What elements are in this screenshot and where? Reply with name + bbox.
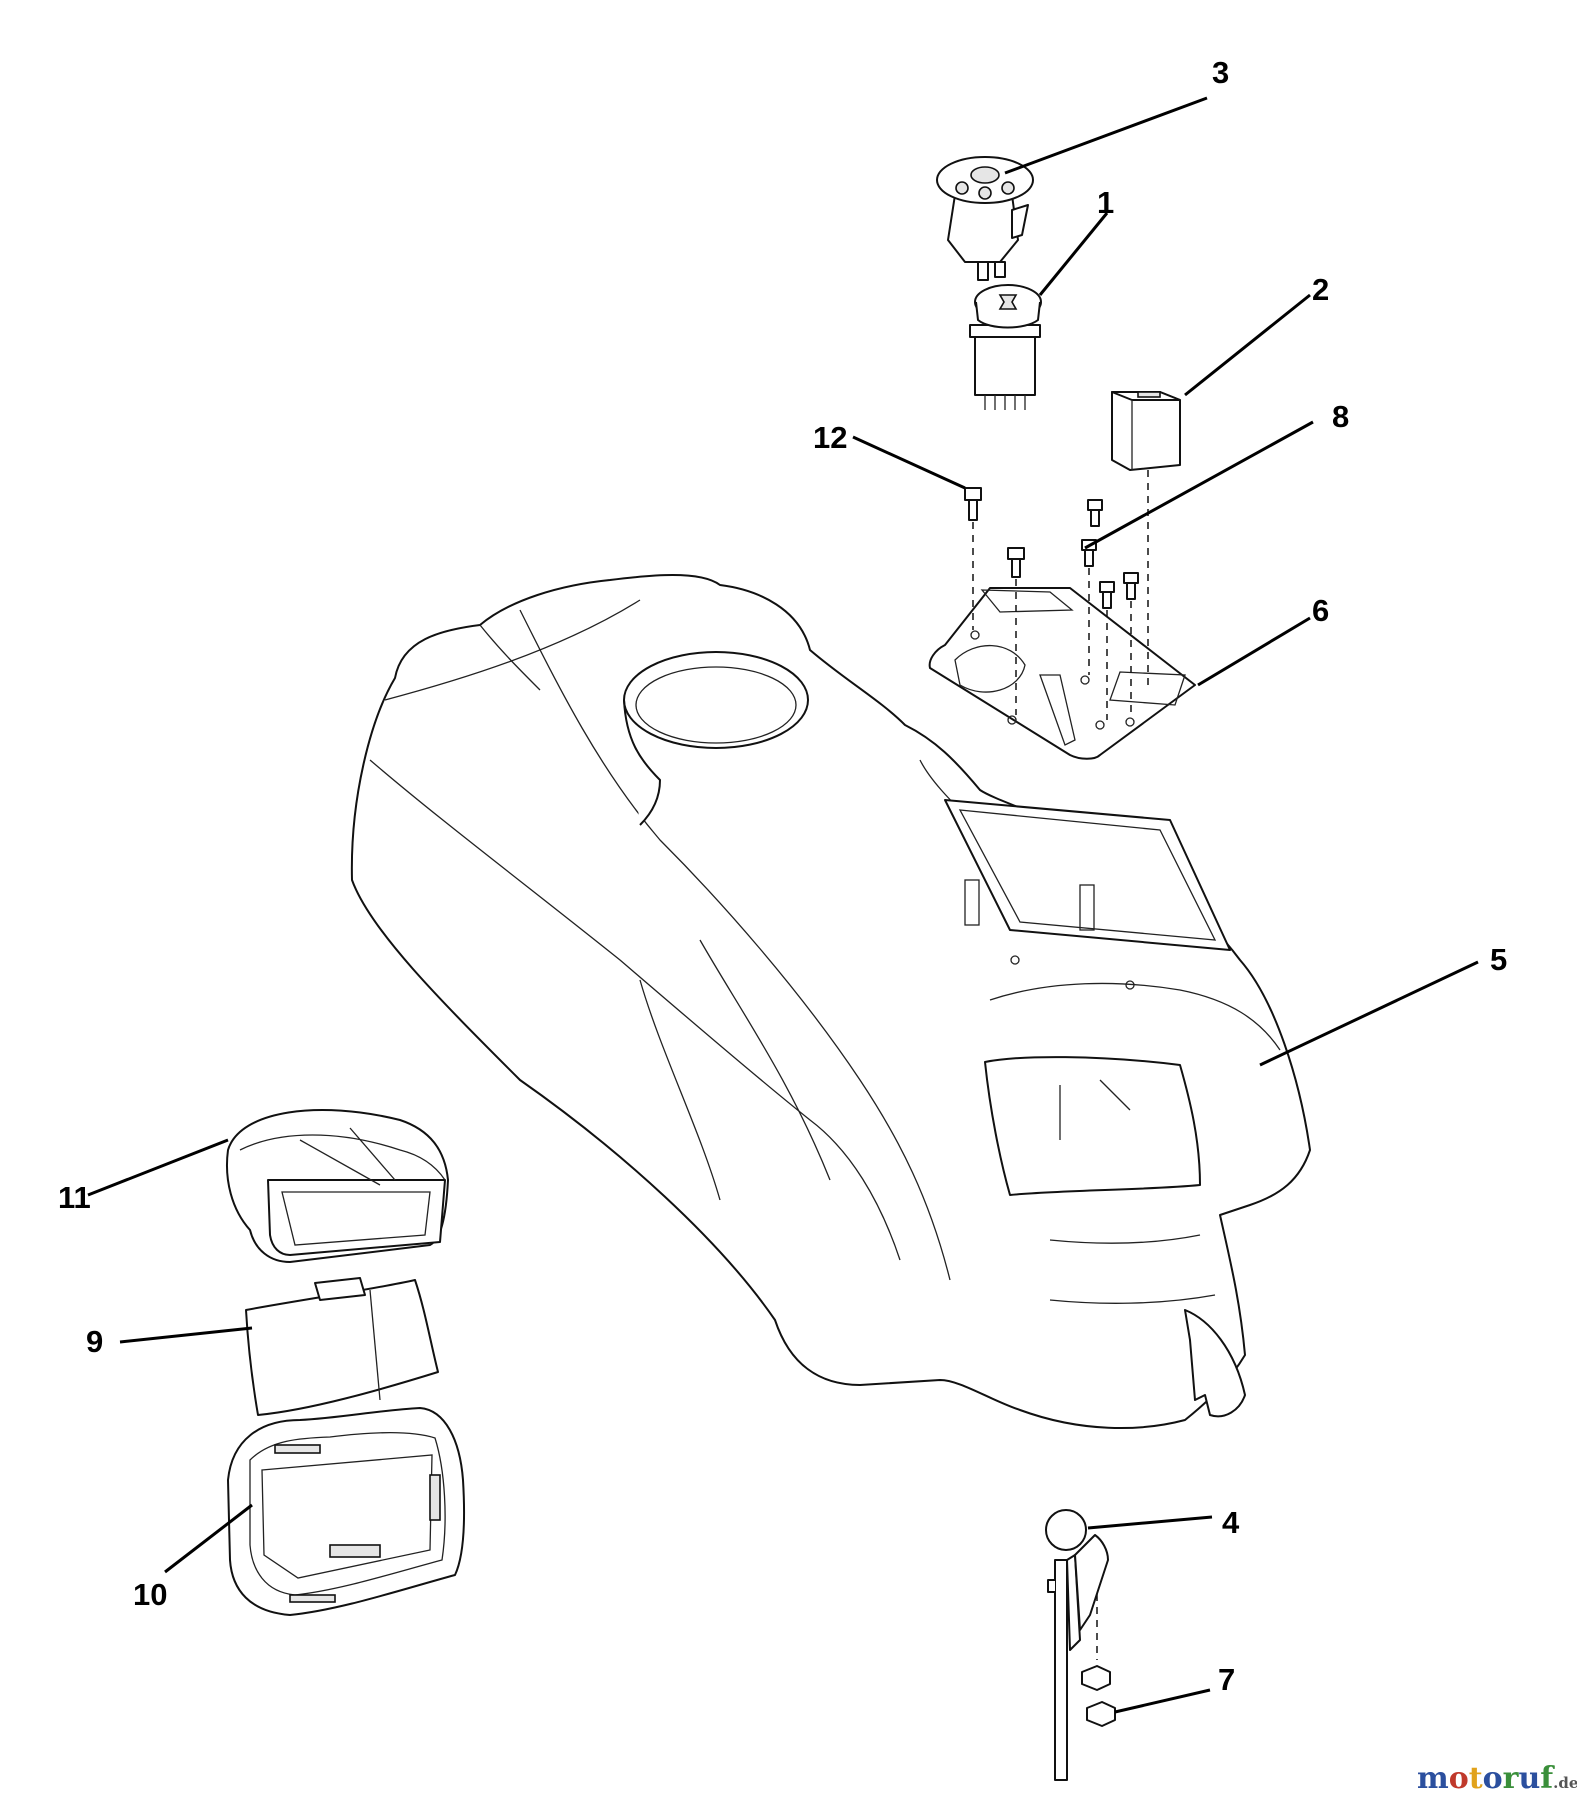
- dash-console[interactable]: [350, 574, 1311, 1430]
- callout-4: 4: [1222, 1505, 1240, 1540]
- leader-lines: [87, 96, 1479, 1714]
- callout-10: 10: [133, 1577, 167, 1612]
- callout-11: 11: [58, 1180, 91, 1215]
- ignition-switch[interactable]: [936, 156, 1034, 281]
- callout-8: 8: [1332, 399, 1349, 434]
- cup-holder-bezel[interactable]: [227, 1407, 465, 1616]
- pto-switch[interactable]: [969, 284, 1042, 410]
- hour-meter[interactable]: [1111, 391, 1181, 471]
- lock-nut[interactable]: [1081, 1665, 1116, 1727]
- assembly-lines: [972, 470, 1149, 1660]
- callout-7: 7: [1218, 1662, 1235, 1697]
- callout-5: 5: [1490, 942, 1507, 977]
- cup-holder[interactable]: [226, 1109, 449, 1263]
- shift-lever[interactable]: [1045, 1509, 1109, 1781]
- callout-2: 2: [1312, 272, 1329, 307]
- callout-3: 3: [1212, 55, 1229, 90]
- motoruf-watermark: motoruf.de: [1417, 1761, 1577, 1796]
- cup-holder-insert[interactable]: [245, 1277, 439, 1416]
- callout-1: 1: [1097, 185, 1114, 220]
- callout-12: 12: [813, 420, 847, 455]
- callout-9: 9: [86, 1324, 103, 1359]
- switch-mounting-plate[interactable]: [928, 587, 1196, 760]
- callout-6: 6: [1312, 593, 1329, 628]
- callout-numbers: 1 2 3 4 5 6 7 8 9 10 11 12: [58, 55, 1507, 1697]
